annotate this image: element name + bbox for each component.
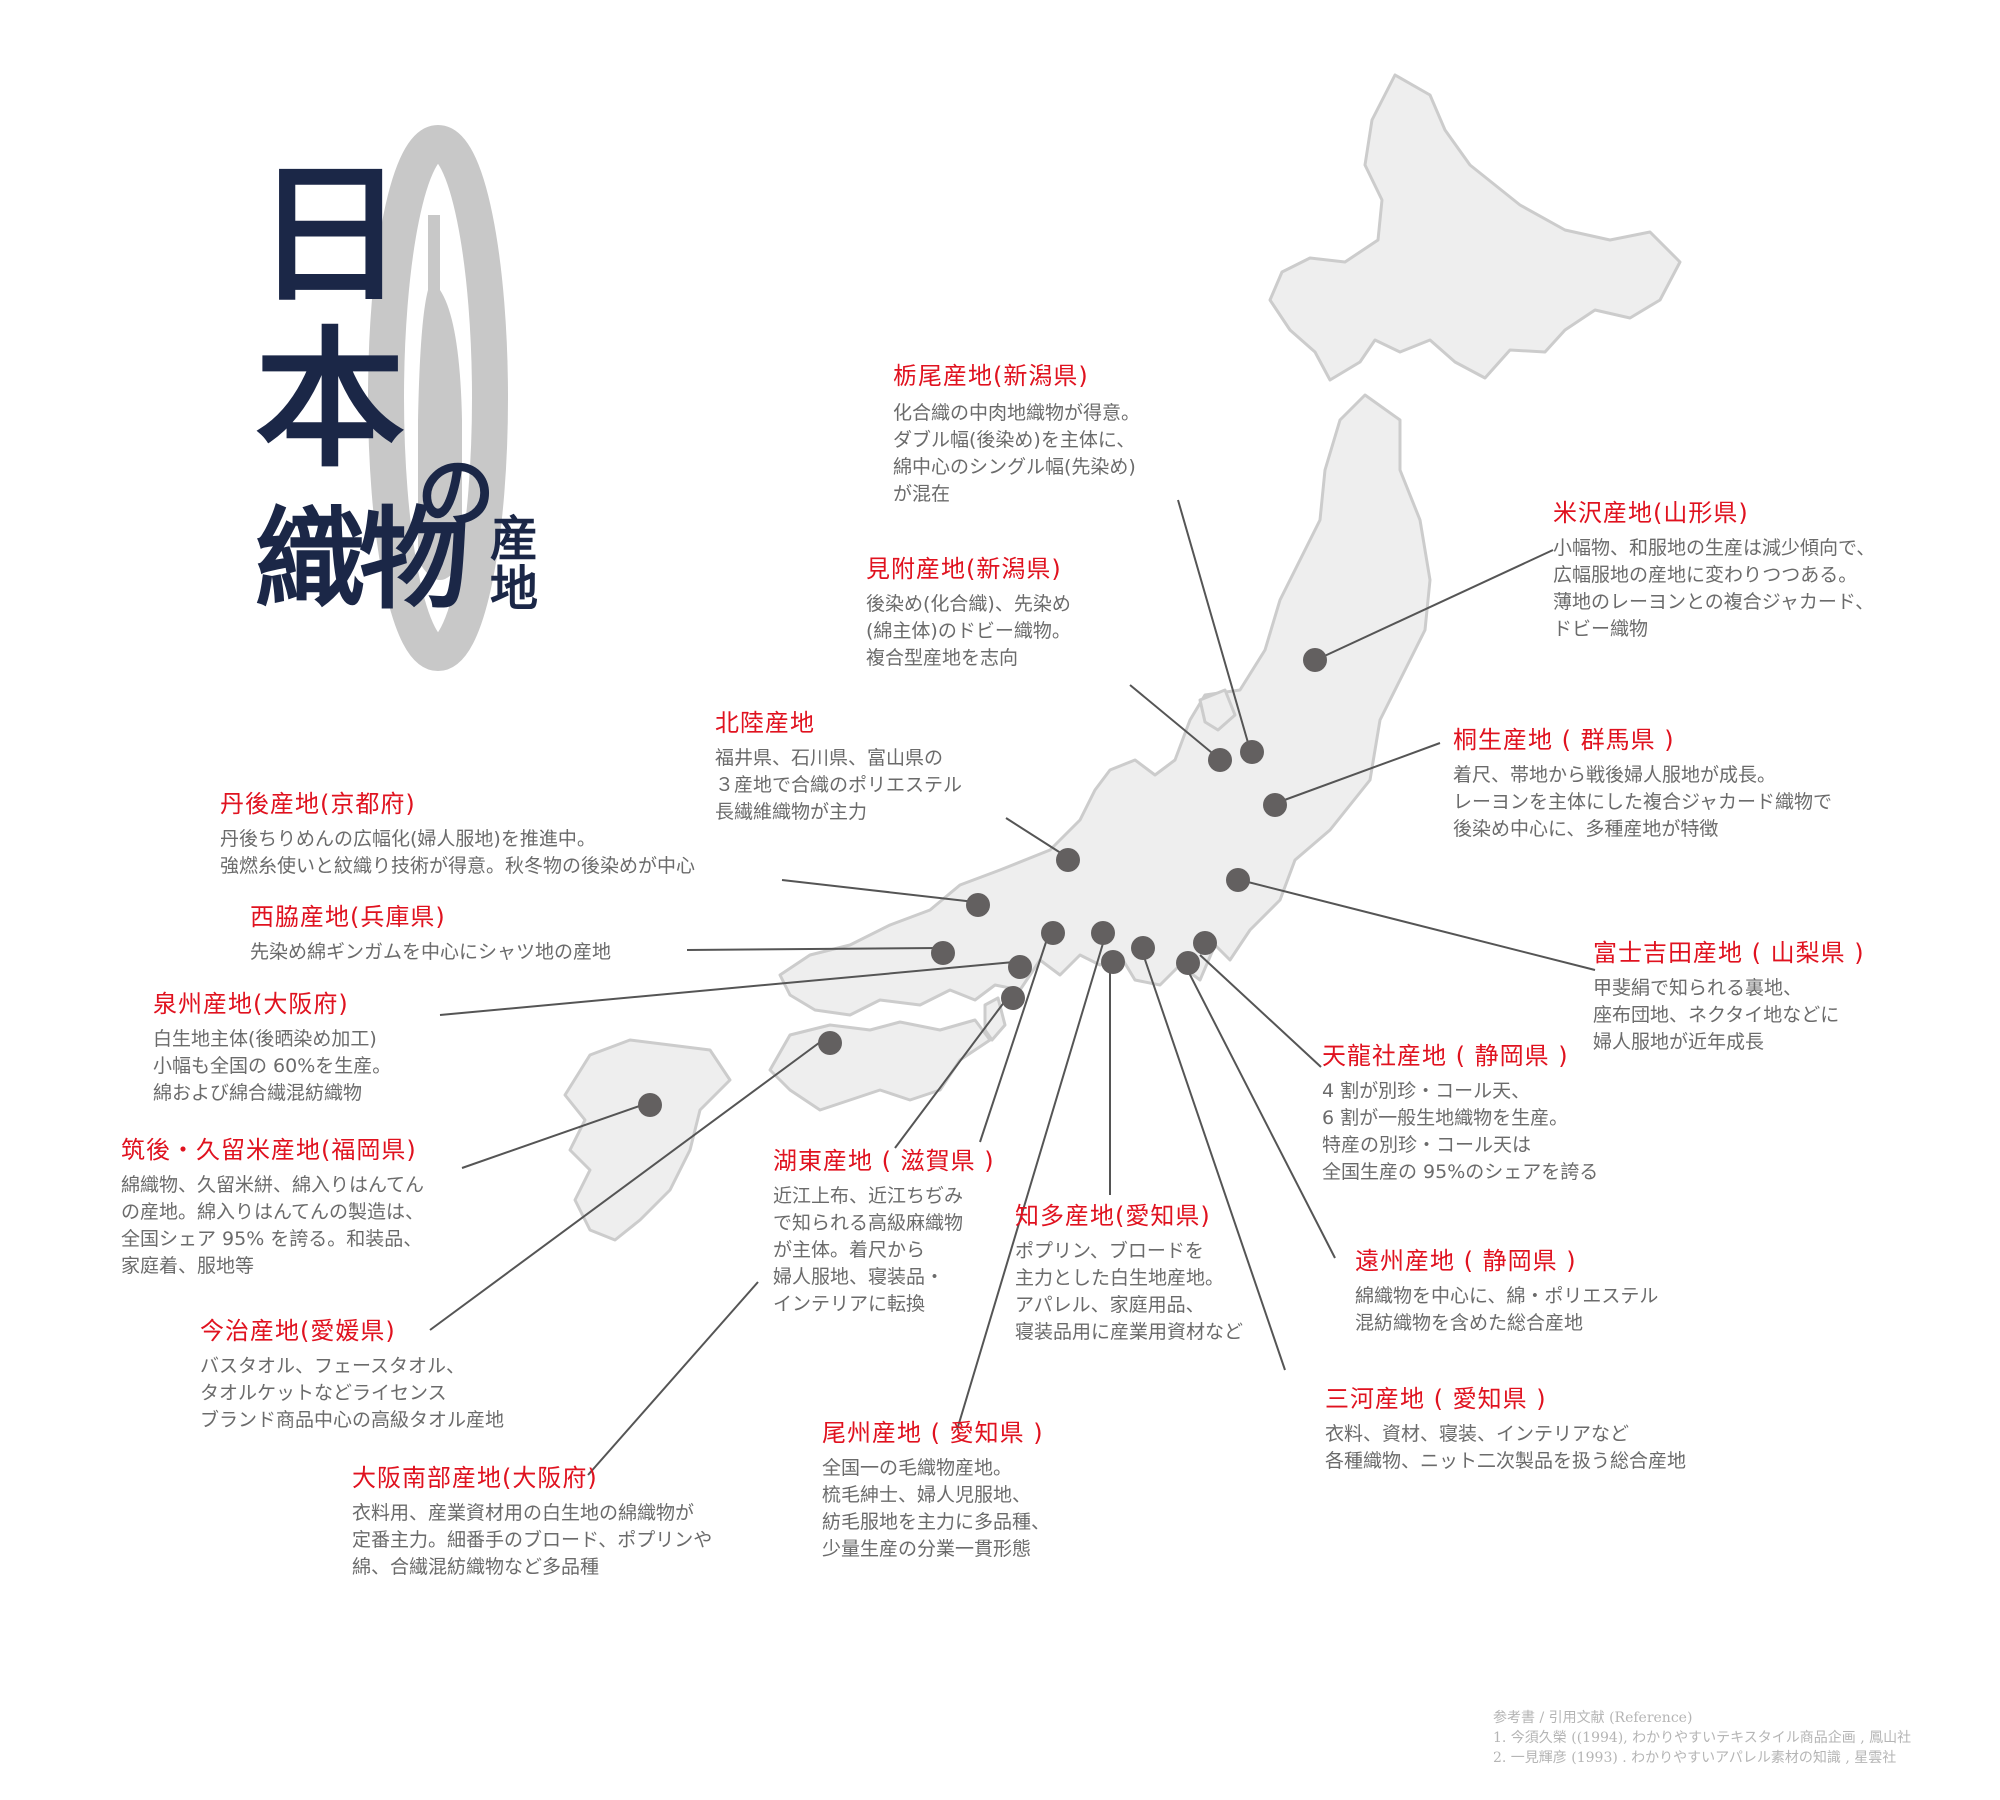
region-tenryusha: 天龍社産地 ( 静岡県 ) 4 割が別珍・コール天、 6 割が一般生地織物を生産… [1322,1040,1598,1186]
reference-heading: 参考書 / 引用文献 (Reference) [1493,1710,1693,1726]
region-name: 今治産地(愛媛県) [200,1317,396,1345]
sado-shape [1198,688,1237,732]
page-title: 日 本 の 織物 産 地 [255,140,575,660]
title-char-hon: 本 [255,312,406,488]
marker-chita [1101,950,1125,974]
title-char-nichi: 日 [255,147,406,323]
marker-fujiyoshida [1226,868,1250,892]
marker-tango [966,893,990,917]
region-name: 桐生産地 ( 群馬県 ) [1453,726,1675,754]
region-chikugo-kurume: 筑後・久留米産地(福岡県) 綿織物、久留米絣、綿入りはんてん の産地。綿入りはん… [121,1134,424,1280]
region-description: バスタオル、フェースタオル、 タオルケットなどライセンス ブランド商品中心の高級… [200,1355,505,1431]
region-senshu: 泉州産地(大阪府) 白生地主体(後晒染め加工) 小幅も全国の 60%を生産。 綿… [153,988,391,1107]
region-description: 小幅物、和服地の生産は減少傾向で、 広幅服地の産地に変わりつつある。 薄地のレー… [1553,537,1876,640]
region-description: 綿織物を中心に、綿・ポリエステル 混紡織物を含めた総合産地 [1355,1285,1659,1334]
honshu-shape [778,393,1432,1017]
region-kiryu: 桐生産地 ( 群馬県 ) 着尺、帯地から戦後婦人服地が成長。 レーヨンを主体にし… [1453,724,1832,843]
region-description: 化合織の中肉地織物が得意。 ダブル幅(後染め)を主体に、 綿中心のシングル幅(先… [893,402,1141,505]
marker-senshu [1008,955,1032,979]
title-orimono: 織物 [255,495,469,624]
region-name: 大阪南部産地(大阪府) [352,1464,598,1492]
marker-osaka-south [1001,986,1025,1010]
region-name: 筑後・久留米産地(福岡県) [121,1136,417,1164]
region-mikawa: 三河産地 ( 愛知県 ) 衣料、資材、寝装、インテリアなど 各種織物、ニット二次… [1325,1383,1686,1475]
title-char-san: 産 [490,511,539,567]
hokkaido-shape [1268,73,1682,382]
marker-bishu [1091,921,1115,945]
region-name: 遠州産地 ( 静岡県 ) [1355,1247,1577,1275]
region-name: 湖東産地 ( 滋賀県 ) [773,1147,995,1175]
region-name: 尾州産地 ( 愛知県 ) [822,1419,1044,1447]
region-description: 近江上布、近江ちぢみ で知られる高級麻織物 が主体。着尺から 婦人服地、寝装品・… [773,1185,964,1315]
region-osaka-south: 大阪南部産地(大阪府) 衣料用、産業資材用の白生地の綿織物が 定番主力。細番手の… [352,1462,712,1581]
region-name: 泉州産地(大阪府) [153,990,349,1018]
reference-item: 2. 一見輝彦 (1993) . わかりやすいアパレル素材の知識 , 星雲社 [1493,1750,1897,1766]
region-yonezawa: 米沢産地(山形県) 小幅物、和服地の生産は減少傾向で、 広幅服地の産地に変わりつ… [1553,497,1875,643]
marker-koto [1041,921,1065,945]
region-name: 丹後産地(京都府) [220,790,416,818]
region-description: 4 割が別珍・コール天、 6 割が一般生地織物を生産。 特産の別珍・コール天は … [1322,1080,1599,1183]
region-description: 白生地主体(後晒染め加工) 小幅も全国の 60%を生産。 綿および綿合繊混紡織物 [153,1028,392,1104]
marker-imabari [818,1031,842,1055]
region-description: 甲斐絹で知られる裏地、 座布団地、ネクタイ地などに 婦人服地が近年成長 [1593,977,1840,1053]
marker-kiryu [1263,793,1287,817]
title-char-chi: 地 [490,561,539,617]
region-description: 後染め(化合織)、先染め (綿主体)のドビー織物。 複合型産地を志向 [866,593,1071,669]
marker-yonezawa [1303,648,1327,672]
region-description: 福井県、石川県、富山県の ３産地で合織のポリエステル 長繊維織物が主力 [715,747,963,823]
region-name: 富士吉田産地 ( 山梨県 ) [1593,939,1865,967]
marker-tochio [1240,740,1264,764]
title-ornament [368,125,508,671]
region-fujiyoshida: 富士吉田産地 ( 山梨県 ) 甲斐絹で知られる裏地、 座布団地、ネクタイ地などに… [1593,937,1865,1056]
region-name: 見附産地(新潟県) [866,555,1062,583]
marker-enshu [1176,951,1200,975]
region-name: 北陸産地 [715,709,815,737]
marker-mikawa [1131,936,1155,960]
region-chita: 知多産地(愛知県) ポプリン、ブロードを 主力とした白生地産地。 アパレル、家庭… [1015,1200,1243,1346]
region-description: 衣料用、産業資材用の白生地の綿織物が 定番主力。細番手のブロード、ポプリンや 綿… [352,1502,713,1578]
region-description: 綿織物、久留米絣、綿入りはんてん の産地。綿入りはんてんの製造は、 全国シェア … [121,1174,425,1277]
marker-nishiwaki [931,941,955,965]
region-name: 天龍社産地 ( 静岡県 ) [1322,1042,1569,1070]
region-bishu: 尾州産地 ( 愛知県 ) 全国一の毛織物産地。 梳毛紳士、婦人児服地、 紡毛服地… [822,1417,1050,1563]
region-name: 西脇産地(兵庫県) [250,903,446,931]
region-hokuriku: 北陸産地 福井県、石川県、富山県の ３産地で合織のポリエステル 長繊維織物が主力 [715,707,962,826]
reference-item: 1. 今須久榮 ((1994), わかりやすいテキスタイル商品企画 , 鳳山社 [1493,1730,1912,1746]
region-description: 衣料、資材、寝装、インテリアなど 各種織物、ニット二次製品を扱う総合産地 [1325,1423,1687,1472]
region-name: 栃尾産地(新潟県) [893,362,1089,390]
region-description: 丹後ちりめんの広幅化(婦人服地)を推進中。 強燃糸使いと紋織り技術が得意。秋冬物… [220,828,696,877]
region-description: 着尺、帯地から戦後婦人服地が成長。 レーヨンを主体にした複合ジャカード織物で 後… [1453,764,1833,840]
marker-chikugo-kurume [638,1093,662,1117]
leader-lines [429,499,1596,1476]
region-description: 全国一の毛織物産地。 梳毛紳士、婦人児服地、 紡毛服地を主力に多品種、 少量生産… [822,1457,1051,1560]
region-imabari: 今治産地(愛媛県) バスタオル、フェースタオル、 タオルケットなどライセンス ブ… [200,1315,504,1434]
region-description: 先染め綿ギンガムを中心にシャツ地の産地 [250,941,612,963]
kyushu-shape [563,1038,732,1242]
region-nishiwaki: 西脇産地(兵庫県) 先染め綿ギンガムを中心にシャツ地の産地 [250,901,611,966]
region-koto: 湖東産地 ( 滋賀県 ) 近江上布、近江ちぢみ で知られる高級麻織物 が主体。着… [773,1145,995,1318]
title-particle-no: の [417,448,496,539]
marker-mitsuke [1208,748,1232,772]
marker-tenryusha [1193,931,1217,955]
region-name: 三河産地 ( 愛知県 ) [1325,1385,1547,1413]
reference-block: 参考書 / 引用文献 (Reference) 1. 今須久榮 ((1994), … [1493,1708,1911,1768]
region-name: 米沢産地(山形県) [1553,499,1749,527]
region-description: ポプリン、ブロードを 主力とした白生地産地。 アパレル、家庭用品、 寝装品用に産… [1015,1240,1244,1343]
marker-hokuriku [1056,848,1080,872]
region-mitsuke: 見附産地(新潟県) 後染め(化合織)、先染め (綿主体)のドビー織物。 複合型産… [866,553,1071,672]
production-area-markers [638,648,1327,1117]
region-tochio: 栃尾産地(新潟県) 化合織の中肉地織物が得意。 ダブル幅(後染め)を主体に、 綿… [893,360,1140,508]
region-tango: 丹後産地(京都府) 丹後ちりめんの広幅化(婦人服地)を推進中。 強燃糸使いと紋織… [220,788,695,880]
region-enshu: 遠州産地 ( 静岡県 ) 綿織物を中心に、綿・ポリエステル 混紡織物を含めた総合… [1355,1245,1658,1337]
region-name: 知多産地(愛知県) [1015,1202,1211,1230]
